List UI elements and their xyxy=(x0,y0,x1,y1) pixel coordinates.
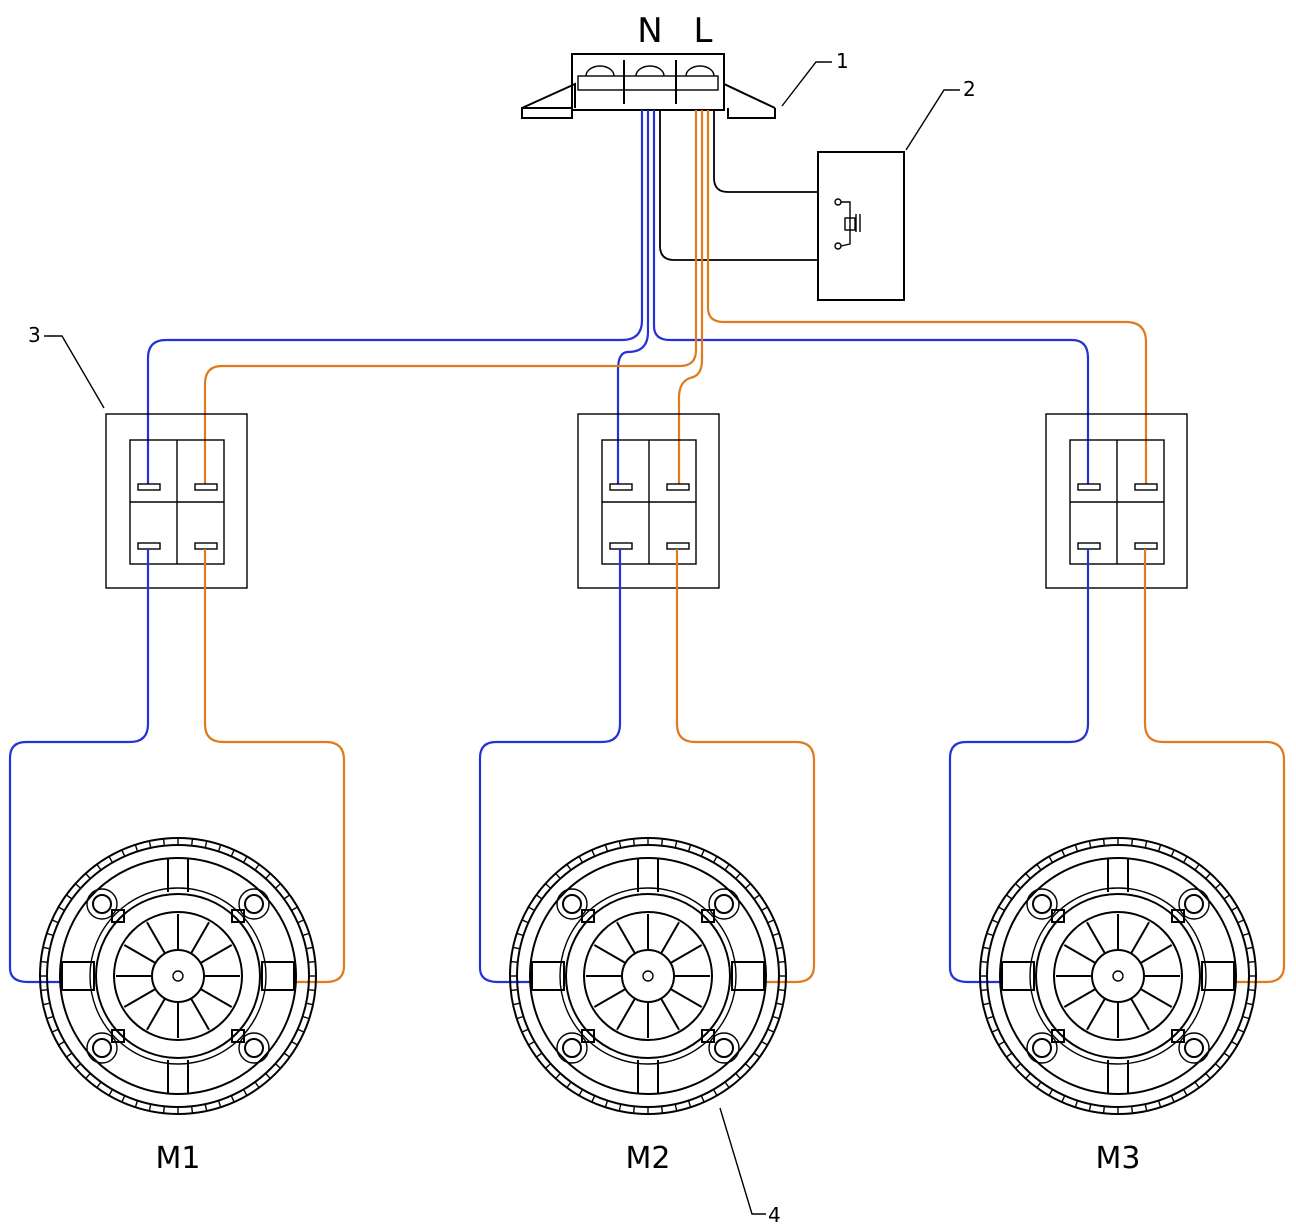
callout-3-label: 3 xyxy=(28,323,41,347)
rocker-switch-1 xyxy=(105,413,248,589)
callout-3: 3 xyxy=(28,323,105,409)
callout-4: 4 xyxy=(719,1107,781,1227)
motor-2: M2 xyxy=(509,837,787,1176)
switches xyxy=(105,413,1188,589)
motor-live-wire-3 xyxy=(1143,549,1286,984)
motor-label-2: M2 xyxy=(626,1141,671,1176)
motor-3: M3 xyxy=(979,837,1257,1176)
capacitor-wires xyxy=(659,110,818,261)
callout-1-label: 1 xyxy=(836,49,849,73)
motor-label-1: M1 xyxy=(156,1141,201,1176)
callout-2-label: 2 xyxy=(963,77,976,101)
motor-neutral-wire-3 xyxy=(948,549,1090,984)
motor-live-wire-2 xyxy=(675,549,816,984)
motor-neutral-wire-1 xyxy=(8,549,150,984)
live-feed-wires xyxy=(203,110,1148,484)
callout-4-label: 4 xyxy=(768,1203,781,1227)
motor-label-3: M3 xyxy=(1096,1141,1141,1176)
callout-1: 1 xyxy=(781,49,849,107)
motor-wires xyxy=(8,549,1286,984)
callout-2: 2 xyxy=(905,77,976,151)
terminal-label-n: N xyxy=(637,11,662,51)
motor-1: M1 xyxy=(39,837,317,1176)
motor-neutral-wire-2 xyxy=(478,549,622,984)
neutral-feed-wires xyxy=(146,110,1090,484)
terminal-label-l: L xyxy=(694,11,713,51)
capacitor-box xyxy=(817,151,905,301)
rocker-switch-2 xyxy=(577,413,720,589)
rocker-switch-3 xyxy=(1045,413,1188,589)
capacitor-icon xyxy=(834,198,861,250)
terminal-block: N L xyxy=(521,11,776,119)
motors: M1 M2 M3 xyxy=(39,837,1257,1176)
motor-live-wire-1 xyxy=(203,549,346,984)
